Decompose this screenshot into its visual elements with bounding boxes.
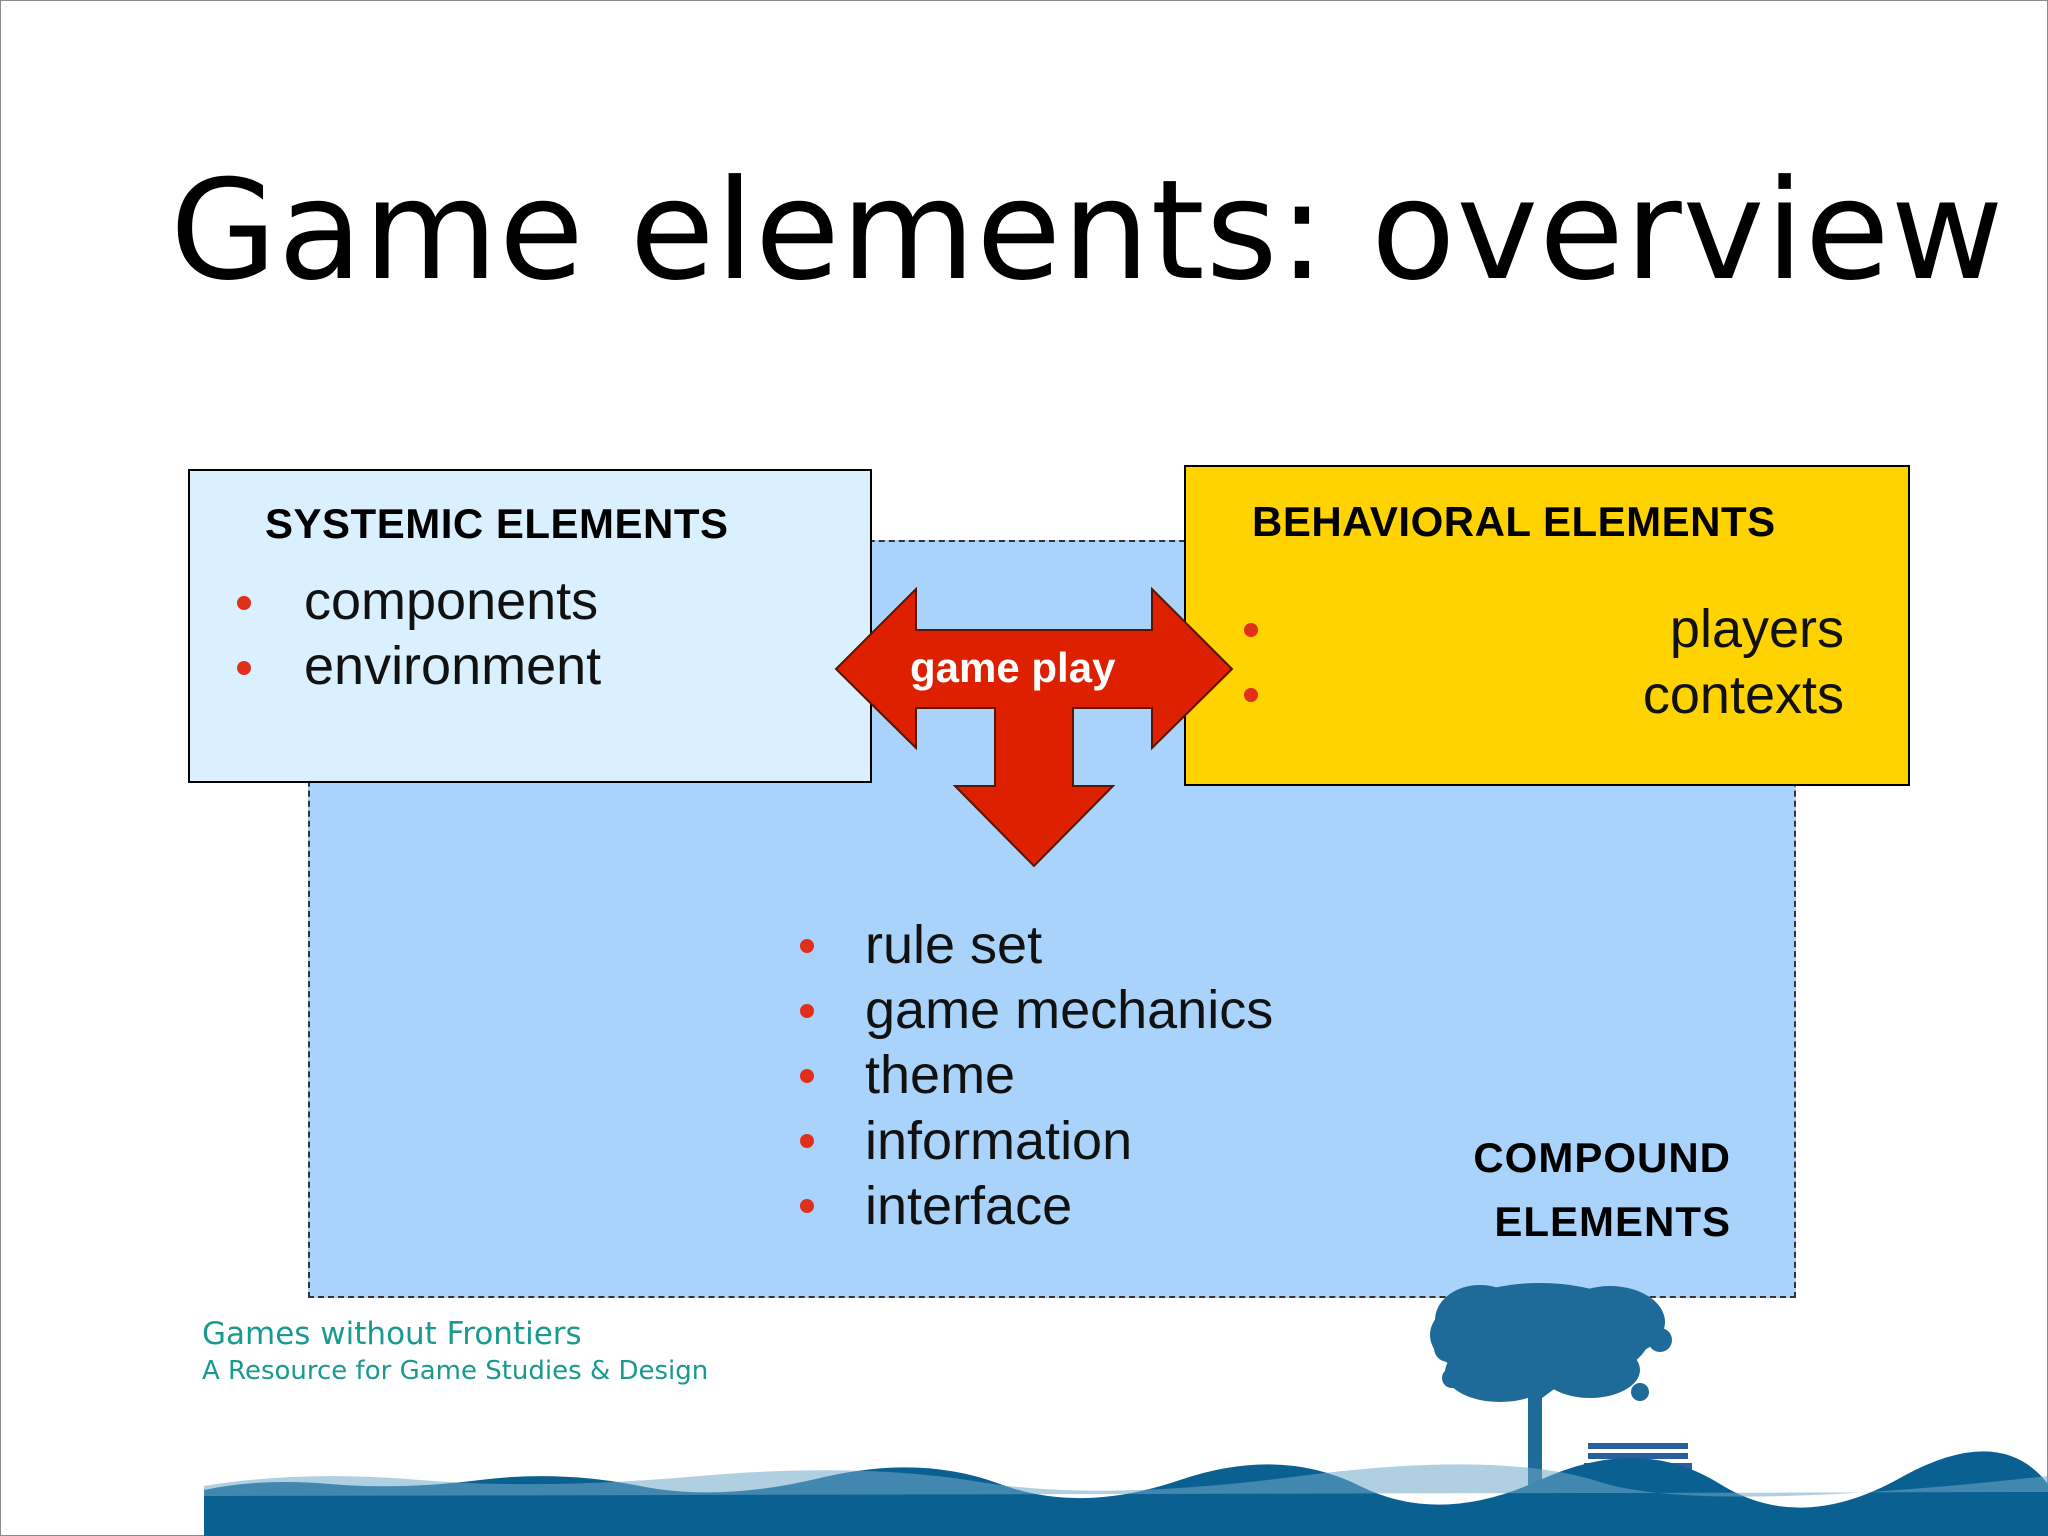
systemic-item-environment: environment <box>304 636 602 696</box>
bullet-icon <box>800 1069 814 1083</box>
bullet-icon <box>1244 688 1258 702</box>
bullet-icon <box>800 1004 814 1018</box>
bullet-icon <box>800 1199 814 1213</box>
bullet-icon <box>800 939 814 953</box>
slide-title: Game elements: overview <box>170 150 2005 311</box>
ground-strip <box>204 1451 2048 1536</box>
tree-icon <box>1430 1283 1672 1488</box>
footer-brand: Games without Frontiers <box>202 1316 582 1352</box>
bullet-icon <box>1244 623 1258 637</box>
systemic-elements-heading: SYSTEMIC ELEMENTS <box>265 500 729 547</box>
behavioral-item-players: players <box>1669 599 1844 659</box>
behavioral-elements-box <box>1184 465 1910 786</box>
compound-item-rule-set: rule set <box>865 915 1043 975</box>
systemic-elements-box <box>188 469 872 783</box>
bullet-icon <box>237 661 251 675</box>
footer-tagline: A Resource for Game Studies & Design <box>202 1356 709 1386</box>
systemic-item-components: components <box>304 571 599 631</box>
bullet-icon <box>800 1134 814 1148</box>
compound-item-information: information <box>865 1111 1133 1171</box>
game-play-label: game play <box>910 644 1116 691</box>
compound-item-game-mechanics: game mechanics <box>865 980 1274 1040</box>
compound-item-theme: theme <box>865 1045 1016 1105</box>
compound-elements-heading-line1: COMPOUND <box>1473 1134 1731 1181</box>
compound-elements-heading-line2: ELEMENTS <box>1494 1198 1731 1245</box>
behavioral-elements-heading: BEHAVIORAL ELEMENTS <box>1252 498 1776 545</box>
compound-item-interface: interface <box>865 1176 1073 1236</box>
behavioral-item-contexts: contexts <box>1642 665 1844 725</box>
bullet-icon <box>237 596 251 610</box>
